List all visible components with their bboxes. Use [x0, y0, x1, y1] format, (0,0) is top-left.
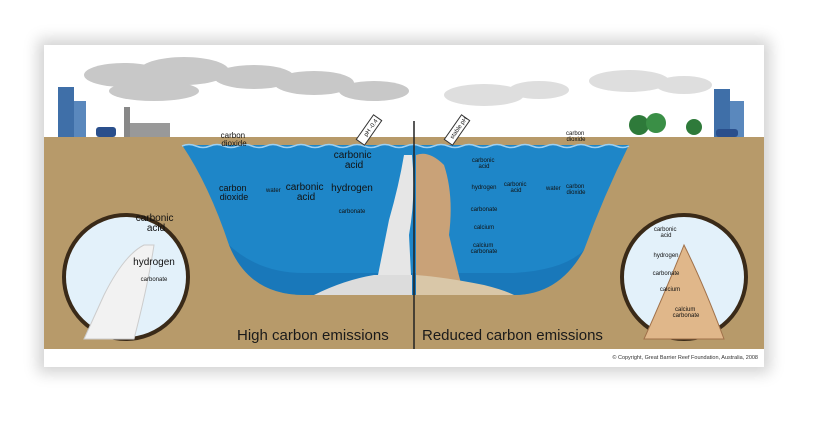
left-hydrogen: hydrogen [331, 183, 373, 194]
right-carbonic-acid: carbonic acid [504, 182, 528, 194]
right-water-co2: carbon dioxide [566, 184, 586, 196]
inset-left-carbonate: carbonate [141, 277, 168, 283]
title-high-emissions: High carbon emissions [237, 327, 389, 344]
ocean-deep [229, 245, 584, 295]
left-air-co2: carbon dioxide [221, 131, 248, 148]
left-carbonic-acid-top: carbonic acid [334, 150, 375, 171]
inset-right-calcium: calcium [660, 287, 680, 293]
right-carbonic-acid-top: carbonic acid [472, 158, 496, 170]
inset-left-carbonic-acid: carbonic acid [136, 213, 177, 234]
right-hydrogen: hydrogen [471, 185, 496, 191]
right-calcium-carbonate: calcium carbonate [471, 243, 498, 255]
ocean-acidification-diagram: pH -0.4 stable pH carbon dioxide carbon … [44, 57, 764, 349]
right-calcium: calcium [474, 225, 494, 231]
right-carbonate: carbonate [471, 207, 498, 213]
city-right [629, 89, 744, 137]
inset-left-hydrogen: hydrogen [133, 257, 175, 268]
copyright-caption: © Copyright, Great Barrier Reef Foundati… [612, 355, 758, 361]
emission-clouds-right [444, 70, 712, 106]
right-air-co2: carbon dioxide [566, 131, 586, 143]
left-carbonate: carbonate [339, 209, 366, 215]
city-left [58, 87, 170, 137]
coral-reef-right [416, 153, 514, 295]
left-carbonic-acid-mid: carbonic acid [286, 182, 327, 203]
title-reduced-emissions: Reduced carbon emissions [422, 327, 603, 344]
coral-rubble-left [314, 155, 414, 295]
inset-right-carbonic-acid: carbonic acid [654, 227, 678, 239]
inset-right-calcium-carbonate: calcium carbonate [673, 307, 700, 319]
left-water-co2: carbon dioxide [219, 183, 249, 202]
inset-left [62, 213, 190, 341]
emission-clouds-left [84, 57, 409, 101]
left-water: water [265, 188, 281, 194]
water-surface [181, 143, 630, 149]
inset-right-carbonate: carbonate [653, 271, 680, 277]
inset-right-hydrogen: hydrogen [653, 253, 678, 259]
right-water: water [545, 186, 561, 192]
diagram-frame: pH -0.4 stable pH carbon dioxide carbon … [44, 45, 764, 367]
inset-right [620, 213, 748, 341]
